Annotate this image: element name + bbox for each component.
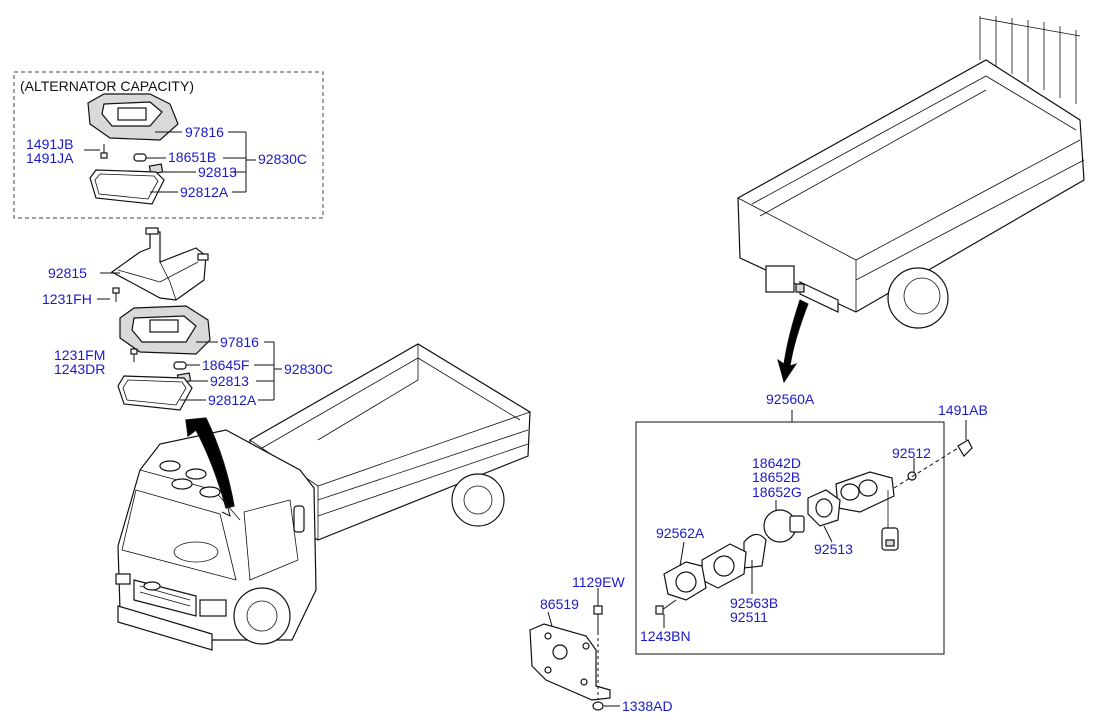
label-92511: 92511 bbox=[730, 609, 768, 625]
washer-92512 bbox=[907, 471, 917, 481]
label-92830C-top: 92830C bbox=[258, 151, 307, 167]
label-92830C-mid: 92830C bbox=[284, 361, 333, 377]
room-lamp-housing-top bbox=[87, 93, 179, 141]
label-92815: 92815 bbox=[48, 265, 87, 281]
label-92563B: 92563B bbox=[730, 595, 778, 611]
label-1231FM: 1231FM bbox=[54, 347, 105, 363]
lens-right bbox=[743, 533, 767, 569]
label-18651B-top: 18651B bbox=[168, 149, 216, 165]
screw-top bbox=[100, 144, 108, 159]
nut-1338AD bbox=[592, 701, 620, 711]
room-lamp-housing-mid bbox=[119, 305, 211, 355]
alternator-capacity-box bbox=[13, 71, 324, 219]
lamp-body bbox=[835, 471, 899, 551]
gasket-92563B bbox=[701, 543, 747, 589]
label-86519: 86519 bbox=[540, 596, 579, 612]
label-92513: 92513 bbox=[814, 541, 853, 557]
label-1491JA-top: 1491JA bbox=[26, 150, 74, 166]
label-18652B: 18652B bbox=[752, 469, 800, 485]
bracket-86519 bbox=[529, 623, 611, 701]
label-1491JB-top: 1491JB bbox=[26, 136, 73, 152]
cover-plate-92562A bbox=[663, 561, 707, 601]
label-92812A-top: 92812A bbox=[180, 184, 229, 200]
label-1338AD: 1338AD bbox=[622, 698, 673, 714]
label-92813-mid: 92813 bbox=[210, 373, 249, 389]
label-1243DR: 1243DR bbox=[54, 361, 105, 377]
label-97816-mid: 97816 bbox=[220, 334, 259, 350]
bulb-top bbox=[133, 153, 147, 162]
label-18642D: 18642D bbox=[752, 455, 801, 471]
label-92560A: 92560A bbox=[766, 391, 815, 407]
label-92512: 92512 bbox=[892, 445, 931, 461]
bulb-mid bbox=[173, 361, 187, 370]
screw-1243BN bbox=[655, 599, 677, 615]
bracket-92815 bbox=[110, 227, 209, 301]
clip-1491AB bbox=[957, 420, 973, 457]
label-18652G: 18652G bbox=[752, 484, 802, 500]
screw-1231FH bbox=[112, 287, 120, 302]
lens-top bbox=[89, 169, 165, 205]
label-92562A: 92562A bbox=[656, 525, 705, 541]
socket-92513 bbox=[807, 489, 841, 527]
screw-1231FM bbox=[130, 348, 138, 362]
label-18645F: 18645F bbox=[202, 357, 249, 373]
label-92813-top: 92813 bbox=[198, 164, 237, 180]
label-1243BN: 1243BN bbox=[640, 628, 691, 644]
license-lamp-group-box bbox=[635, 421, 945, 655]
label-92812A-mid: 92812A bbox=[208, 392, 257, 408]
truck-rear-illustration bbox=[737, 16, 1085, 384]
truck-front-illustration bbox=[115, 343, 531, 651]
label-97816-top: 97816 bbox=[185, 124, 224, 140]
label-1129EW: 1129EW bbox=[572, 574, 625, 590]
label-1231FH: 1231FH bbox=[42, 291, 92, 307]
bulb-right bbox=[763, 509, 805, 543]
label-1491AB: 1491AB bbox=[938, 402, 988, 418]
alternator-capacity-title: (ALTERNATOR CAPACITY) bbox=[20, 78, 194, 94]
lens-mid bbox=[117, 375, 193, 411]
